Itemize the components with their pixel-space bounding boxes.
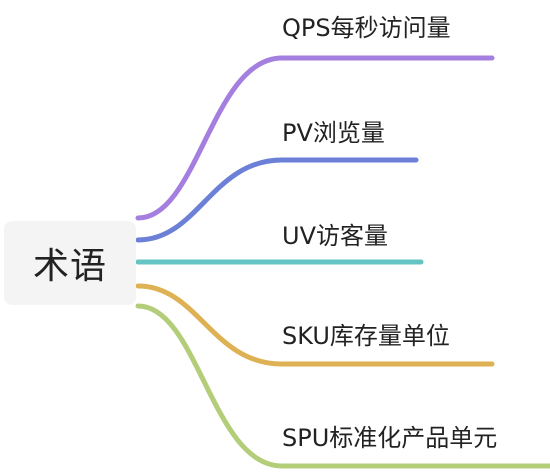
branch-node-1[interactable]: QPS每秒访问量	[282, 14, 451, 42]
branch-node-5[interactable]: SPU标准化产品单元	[282, 424, 498, 452]
root-label: 术语	[32, 246, 107, 287]
branch-connector-4	[135, 283, 495, 367]
branch-node-2[interactable]: PV浏览量	[282, 119, 385, 147]
root-node[interactable]: 术语	[4, 221, 136, 305]
branch-connector-1	[135, 55, 495, 221]
branch-connector-5	[135, 303, 550, 469]
branch-node-3[interactable]: UV访客量	[282, 222, 388, 250]
branch-connector-2	[135, 157, 419, 243]
branch-node-4[interactable]: SKU库存量单位	[282, 322, 450, 350]
branch-connectors	[135, 55, 550, 469]
